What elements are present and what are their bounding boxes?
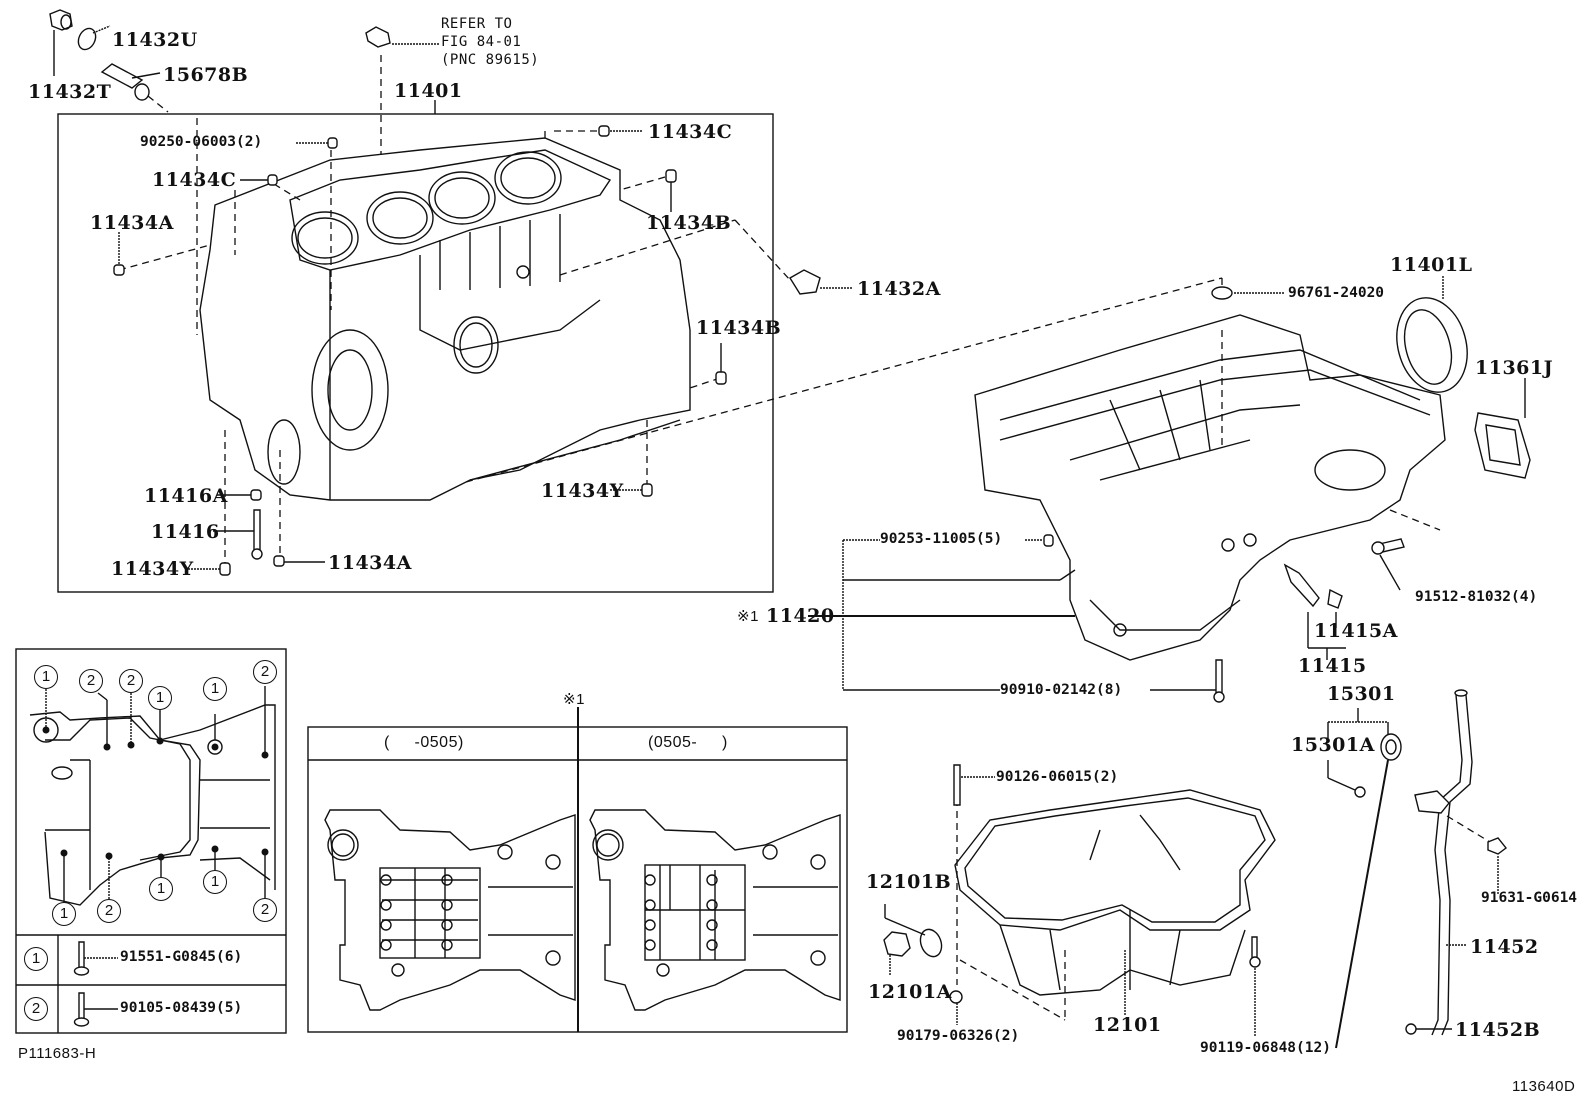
legend-marker: 1: [34, 665, 58, 689]
callout-11434c-right[interactable]: 11434C: [648, 121, 733, 143]
callout-11416[interactable]: 11416: [151, 521, 220, 543]
callout-11434a-bottom[interactable]: 11434A: [328, 552, 412, 574]
callout-90253-11005[interactable]: 90253-11005(5): [880, 531, 1003, 547]
variant-inset-right-drawing: [589, 809, 841, 1011]
block-small-parts: [113, 125, 852, 576]
dipstick-drawing: [1327, 689, 1507, 1049]
plug-11432t-icon: [49, 9, 73, 76]
crankcase-bracket-leaders: [808, 539, 1346, 691]
legend-marker: 2: [253, 898, 277, 922]
callout-11452[interactable]: 11452: [1470, 936, 1539, 958]
legend-marker: 2: [253, 660, 277, 684]
variant-inset-frame: [307, 707, 848, 1033]
legend-marker: 2: [119, 669, 143, 693]
callout-12101a[interactable]: 12101A: [868, 981, 952, 1003]
block-label-leaders: [118, 130, 643, 570]
callout-91631-g0614[interactable]: 91631-G0614: [1481, 890, 1578, 906]
callout-11432u[interactable]: 11432U: [112, 29, 198, 51]
callout-11434y-right[interactable]: 11434Y: [541, 480, 624, 502]
legend-marker: 1: [149, 877, 173, 901]
callout-90126-06015[interactable]: 90126-06015(2): [996, 769, 1119, 785]
callout-11420[interactable]: 11420: [766, 605, 835, 627]
callout-90910-02142[interactable]: 90910-02142(8): [1000, 682, 1123, 698]
callout-11432t[interactable]: 11432T: [28, 81, 112, 103]
callout-90250-06003[interactable]: 90250-06003(2): [140, 134, 263, 150]
oil-pan-drawing: [883, 764, 1276, 1036]
legend-bolt-icons: [73, 941, 118, 1027]
callout-96761-24020[interactable]: 96761-24020: [1288, 285, 1385, 301]
variant-inset-mark: ※1: [563, 691, 585, 708]
callout-91512-81032[interactable]: 91512-81032(4): [1415, 589, 1538, 605]
callout-11361j[interactable]: 11361J: [1475, 357, 1554, 379]
callout-11432a[interactable]: 11432A: [857, 278, 941, 300]
bolt-15678b-icon: [100, 63, 169, 113]
variant-header-after-0505: (0505- ): [648, 734, 728, 751]
callout-11401[interactable]: 11401: [394, 80, 463, 102]
legend-marker: 2: [97, 899, 121, 923]
cylinder-block-drawing: [199, 137, 691, 501]
legend-bolt-91551-g0845[interactable]: 91551-G0845(6): [120, 949, 243, 965]
legend-row-marker: 2: [24, 997, 48, 1021]
callout-11416a[interactable]: 11416A: [144, 485, 228, 507]
washer-11432u-icon: [77, 25, 111, 51]
callout-12101[interactable]: 12101: [1093, 1014, 1162, 1036]
refer-to-note: REFER TO FIG 84-01 (PNC 89615): [441, 16, 540, 68]
figure-code: 113640D: [1512, 1078, 1576, 1095]
bolt-legend-points: [42, 686, 269, 902]
callout-15678b[interactable]: 15678B: [163, 64, 249, 86]
legend-marker: 2: [79, 669, 103, 693]
legend-marker: 1: [148, 686, 172, 710]
callout-15301a[interactable]: 15301A: [1291, 734, 1375, 756]
bolt-refer-icon: [365, 26, 440, 168]
illustration-code: P111683-H: [18, 1045, 97, 1062]
callout-11434a-top[interactable]: 11434A: [90, 212, 174, 234]
callout-15301[interactable]: 15301: [1327, 683, 1396, 705]
callout-90119-06848[interactable]: 90119-06848(12): [1200, 1040, 1331, 1056]
callout-11434b-top[interactable]: 11434B: [646, 212, 732, 234]
legend-bolt-90105-08439[interactable]: 90105-08439(5): [120, 1000, 243, 1016]
callout-11415a[interactable]: 11415A: [1314, 620, 1398, 642]
callout-11401l[interactable]: 11401L: [1390, 254, 1473, 276]
callout-11452b[interactable]: 11452B: [1455, 1019, 1541, 1041]
callout-11434c-left[interactable]: 11434C: [152, 169, 237, 191]
cylinder-block-frame: [57, 113, 774, 593]
variant-header-before-0505: ( -0505): [384, 734, 464, 751]
callout-12101b[interactable]: 12101B: [866, 871, 952, 893]
callout-90179-06326[interactable]: 90179-06326(2): [897, 1028, 1020, 1044]
callout-11434b-right[interactable]: 11434B: [696, 317, 782, 339]
legend-marker: 1: [203, 870, 227, 894]
callout-11434y-left[interactable]: 11434Y: [111, 558, 194, 580]
bolt-legend-frame: [15, 648, 287, 1034]
variant-inset-left-drawing: [324, 809, 576, 1011]
callout-11420-mark: ※1: [737, 608, 759, 625]
legend-row-marker: 1: [24, 947, 48, 971]
legend-marker: 1: [203, 677, 227, 701]
callout-11415[interactable]: 11415: [1298, 655, 1367, 677]
legend-marker: 1: [52, 902, 76, 926]
bolt-legend-outline: [29, 704, 276, 906]
lower-crankcase-drawing: [974, 278, 1446, 661]
block-dashed-leaders: [118, 118, 1223, 567]
crankcase-small-parts: [1043, 276, 1531, 703]
